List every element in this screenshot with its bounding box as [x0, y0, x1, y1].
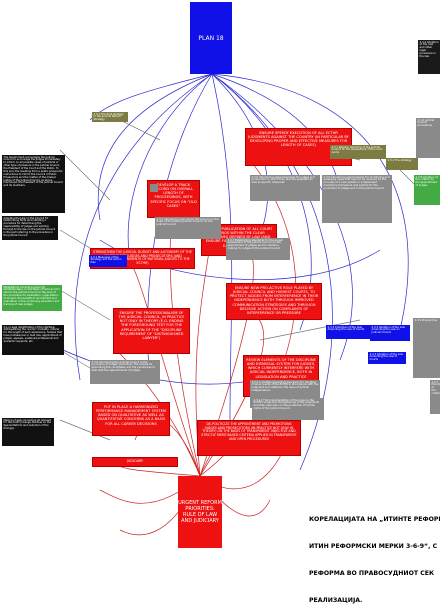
right-rule-node[interactable]: 2.3.2 Adoption of the rule and other leg…: [418, 40, 440, 74]
ensure-proactive-role-node[interactable]: ENSURE NEW PRO-ACTIVE ROLE PLAYED BY JUD…: [226, 283, 322, 320]
regular-reporting-node[interactable]: 2.3.1 Regular reporting of the Judicial …: [330, 145, 386, 159]
harmonized-performance-node[interactable]: PUT IN PLACE A HARMONIZED PERFORMANCE MA…: [92, 402, 170, 436]
strategy-final-node[interactable]: 2.3.1 The final strategy in the Judicial…: [92, 112, 128, 122]
strategy-small-node[interactable]: 2.3.1 The strategy: [386, 158, 418, 170]
ecthr-implementation-node[interactable]: 2.3.4.2 Full implementation of the rules…: [252, 398, 324, 420]
caption-block: КОРЕЛАЦИЈАТА НА „ИТИНТЕ РЕФОРМ ИТИН РЕФО…: [309, 498, 440, 615]
measure-courts-law-node[interactable]: 2.3.3 Chairman of the Law Amending the L…: [326, 325, 370, 339]
measure-courts-amend-node[interactable]: 2.3.3 Adoption of the Law Amending the L…: [368, 352, 406, 364]
legal-identification-node[interactable]: 2.1.x Legal identification of the interf…: [2, 325, 64, 355]
caption-line: КОРЕЛАЦИЈАТА НА „ИТИНТЕ РЕФОРМ: [309, 515, 440, 523]
plan-18-node[interactable]: PLAN 18: [190, 2, 232, 74]
standards-node[interactable]: 2.4.1 Establishing standards for the pro…: [226, 238, 290, 260]
right-procedures-node[interactable]: 2.3.4 Judicial Council procedures: [416, 118, 440, 158]
right-monitoring-node[interactable]: 2.3.7 Monitoring of the criteria: [430, 380, 440, 414]
law-council-node[interactable]: Adopting the Law on the Council for Dete…: [2, 216, 58, 240]
caption-line: РЕФОРМА ВО ПРАВОСУДНИОТ СЕК: [309, 569, 435, 577]
caption-line: РЕАЛИЗАЦИЈА.: [309, 596, 363, 604]
measure-strategy-node[interactable]: 2.3.1 Measures of the Strategy and the A…: [89, 255, 127, 267]
special-teams-node[interactable]: 2.3.9 Introducing special teams for moni…: [322, 175, 392, 223]
connector-dot: [150, 184, 158, 192]
special-benches-node[interactable]: 2.3.6 Introducing special benches for ju…: [250, 175, 320, 201]
right-programme-node[interactable]: 2.3.9 Programme: [413, 318, 440, 378]
measure-judicial-council-law-node[interactable]: 2.3.3 Adoption of the Law Amending the L…: [370, 325, 410, 341]
web-connection-node[interactable]: Making of web connecting all relevant fo…: [2, 418, 54, 446]
depoliticize-node[interactable]: DE-POLITICIZE THE APPOINTMENT AND PROMOT…: [197, 420, 301, 456]
government-council-node[interactable]: The Government encourages the Judicial C…: [2, 155, 65, 213]
ensure-professionalism-node[interactable]: ENSURE THE PROFESSIONALISM OF THE JUDICI…: [113, 308, 190, 354]
caption-line: ИТИН РЕФОРМСКИ МЕРКИ 3-6-9“, С: [309, 542, 438, 550]
new-rule-node[interactable]: 2.3.1 Introducing new rule to the Counci…: [155, 217, 221, 239]
connector-lines: [19, 73, 431, 536]
urgent-reform-priorities-node[interactable]: URGENT REFORM PRIORITIES: RULE OF LAW AN…: [178, 476, 222, 548]
right-criteria-node[interactable]: 2.3.6 Adoption of the criteria for the a…: [414, 175, 440, 205]
judges-promotion-node[interactable]: 2.3.8 Introducing the Judicial Council i…: [90, 360, 160, 384]
judiciary-node[interactable]: JUDICIARY: [92, 457, 178, 467]
training-group-node[interactable]: Establishing a training group for whistl…: [2, 285, 62, 311]
